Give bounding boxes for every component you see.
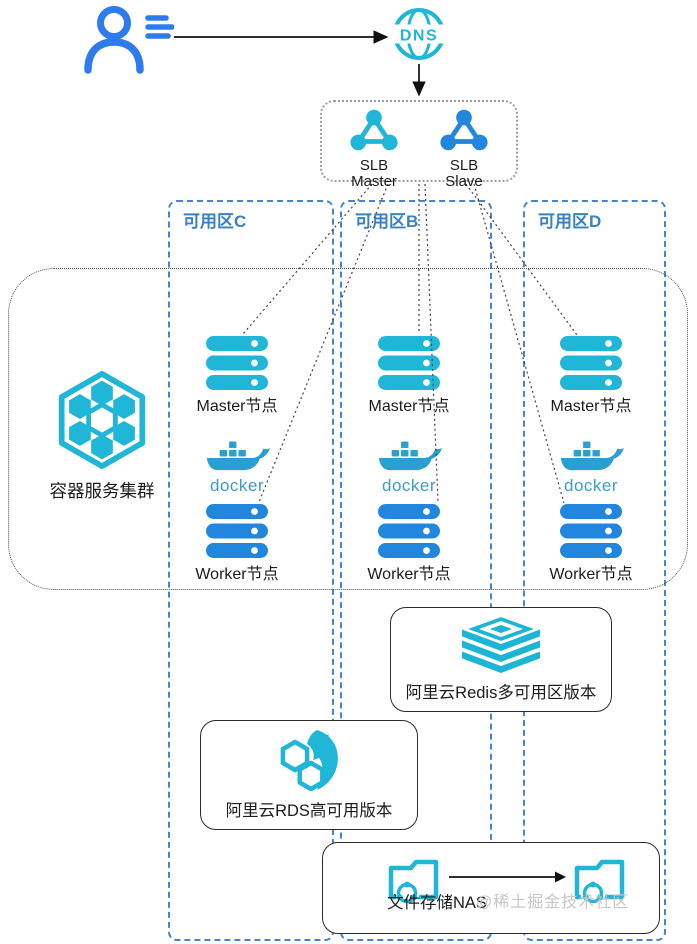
docker-icon bbox=[557, 441, 625, 473]
rds-icon bbox=[271, 730, 347, 794]
docker-label: docker bbox=[381, 476, 437, 495]
cluster-label: 容器服务集群 bbox=[49, 481, 155, 501]
nas-replication-arrow bbox=[449, 871, 566, 883]
master-node-icon bbox=[378, 336, 440, 390]
worker-node-icon bbox=[560, 504, 622, 558]
user-icon bbox=[78, 2, 174, 76]
watermark: @稀土掘金技术社区 bbox=[476, 894, 630, 911]
master-node-icon bbox=[560, 336, 622, 390]
rds-box: 阿里云RDS高可用版本 bbox=[200, 720, 418, 830]
slb-slave-icon bbox=[438, 109, 490, 151]
worker-node-label: Worker节点 bbox=[367, 566, 451, 583]
dns-icon: DNS bbox=[392, 7, 446, 61]
nas-label: 文件存储NAS bbox=[387, 894, 487, 912]
master-node-label: Master节点 bbox=[550, 398, 632, 415]
zone-d-label: 可用区D bbox=[538, 212, 602, 231]
master-node-label: Master节点 bbox=[368, 398, 450, 415]
worker-node-label: Worker节点 bbox=[195, 566, 279, 583]
slb-master-icon bbox=[348, 109, 400, 151]
zone-c-label: 可用区C bbox=[183, 212, 247, 231]
master-node-icon bbox=[206, 336, 268, 390]
worker-node-icon bbox=[378, 504, 440, 558]
cluster-group: 容器服务集群 bbox=[40, 370, 164, 503]
worker-node-icon bbox=[206, 504, 268, 558]
dns-label: DNS bbox=[400, 28, 438, 45]
worker-node-label: Worker节点 bbox=[549, 566, 633, 583]
docker-icon bbox=[203, 441, 271, 473]
nas-box: 文件存储NAS bbox=[322, 842, 660, 934]
redis-box: 阿里云Redis多可用区版本 bbox=[390, 607, 612, 712]
node-column-b: Master节点 docker Worker节点 bbox=[347, 336, 471, 585]
docker-label: docker bbox=[563, 476, 619, 495]
node-column-d: Master节点 docker Worker节点 bbox=[529, 336, 653, 585]
zone-b-label: 可用区B bbox=[355, 212, 419, 231]
docker-icon bbox=[375, 441, 443, 473]
redis-label: 阿里云Redis多可用区版本 bbox=[405, 684, 597, 702]
node-column-c: Master节点 docker Worker节点 bbox=[175, 336, 299, 585]
container-cluster-icon bbox=[54, 370, 150, 470]
rds-label: 阿里云RDS高可用版本 bbox=[225, 802, 393, 820]
docker-label: docker bbox=[209, 476, 265, 495]
redis-icon bbox=[461, 616, 541, 676]
master-node-label: Master节点 bbox=[196, 398, 278, 415]
